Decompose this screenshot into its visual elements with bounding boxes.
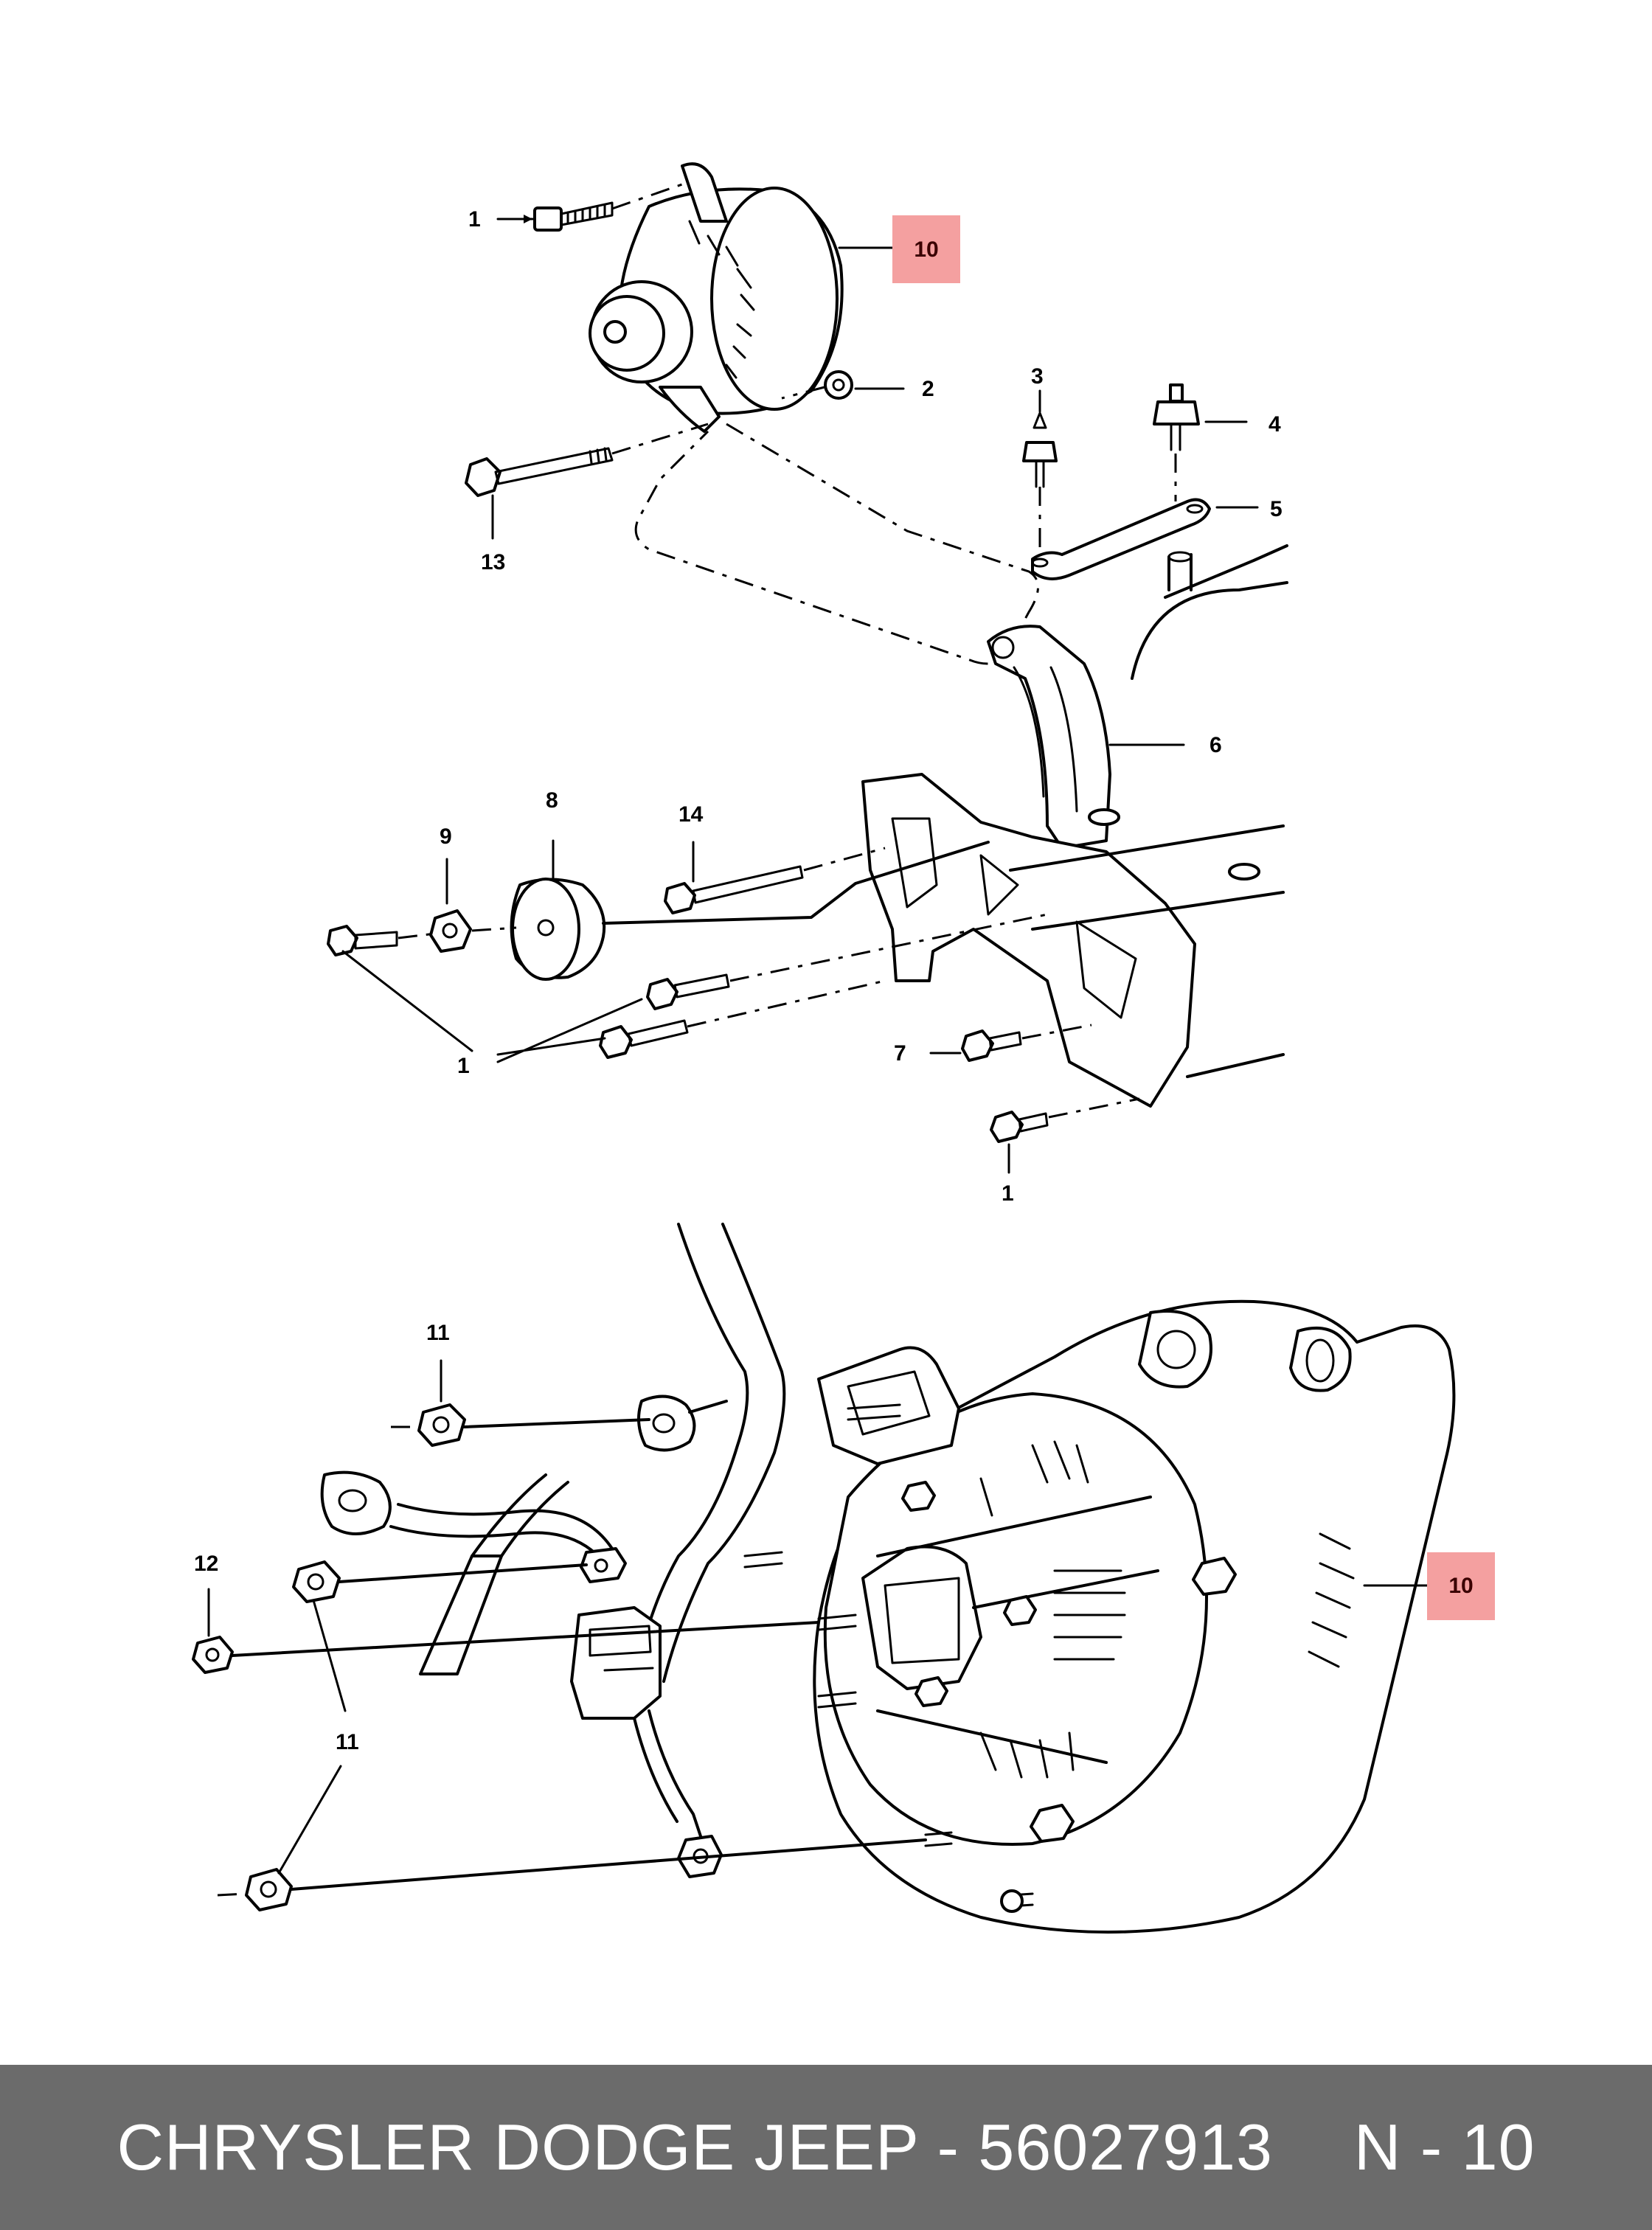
studs (743, 1403, 1034, 1913)
drive-belt (634, 423, 1039, 665)
nut-11-left (292, 1560, 588, 1603)
callout-4: 4 (1268, 412, 1281, 437)
bracket-6 (987, 625, 1111, 850)
leader-11-bottom (277, 1599, 347, 1875)
idler-pulley-8 (510, 841, 990, 981)
callout-9: 9 (440, 824, 452, 849)
alternator-top (589, 162, 844, 433)
callout-10-bottom: 10 (1448, 1574, 1473, 1598)
footer-caption-bar: CHRYSLER DODGE JEEP - 56027913 N - 10 (0, 2065, 1652, 2230)
callout-11-bottom: 11 (336, 1730, 359, 1754)
callout-6: 6 (1210, 733, 1222, 757)
callout-12: 12 (194, 1552, 218, 1576)
sensor-4 (1153, 383, 1200, 501)
callout-10-top-highlight (892, 215, 960, 283)
callout-1-bottom: 1 (1002, 1181, 1014, 1206)
engine-bracket (861, 773, 1285, 1108)
bolt-1-bottom (990, 1097, 1140, 1143)
callout-1-top: 1 (468, 207, 481, 232)
bolt-7 (961, 1024, 1092, 1062)
callout-10-top: 10 (914, 237, 938, 262)
callout-8: 8 (546, 788, 558, 813)
callout-11-top: 11 (426, 1321, 450, 1345)
nut-2 (781, 370, 853, 400)
nut-11-bottom (217, 1838, 927, 1911)
stud-3 (1022, 411, 1058, 549)
engine-partial (1131, 544, 1288, 680)
bolts-1-center (599, 913, 1048, 1059)
bolt-13 (465, 423, 709, 497)
callout-labels: 1 10 2 3 4 5 13 6 8 9 14 1 7 1 11 12 11 … (194, 207, 1495, 1754)
callout-13: 13 (481, 550, 505, 574)
bolt-1-left (327, 925, 517, 956)
callout-3: 3 (1031, 364, 1044, 389)
leader-1-left (341, 950, 643, 1063)
callout-2: 2 (922, 377, 934, 401)
bracket-5 (1031, 498, 1211, 580)
nut-12 (192, 1621, 820, 1674)
nut-11-top (391, 1403, 650, 1447)
footer-page-reference: N - 10 (1353, 2111, 1535, 2184)
callout-5: 5 (1270, 497, 1283, 521)
callout-14: 14 (678, 802, 704, 827)
callout-10-bottom-highlight (1427, 1552, 1495, 1620)
bolt-14 (664, 847, 886, 914)
wiring-harness (389, 1223, 786, 1860)
bolt-1-top (533, 183, 683, 232)
exploded-parts-diagram: 1 10 2 3 4 5 13 6 8 9 14 1 7 1 11 12 11 … (192, 162, 1495, 1934)
callout-1-left: 1 (457, 1054, 470, 1078)
footer-brand-part-number: CHRYSLER DODGE JEEP - 56027913 (117, 2111, 1273, 2184)
callout-7: 7 (894, 1041, 906, 1066)
washer-9 (429, 909, 472, 953)
alternator-rear-view (813, 1299, 1456, 1934)
